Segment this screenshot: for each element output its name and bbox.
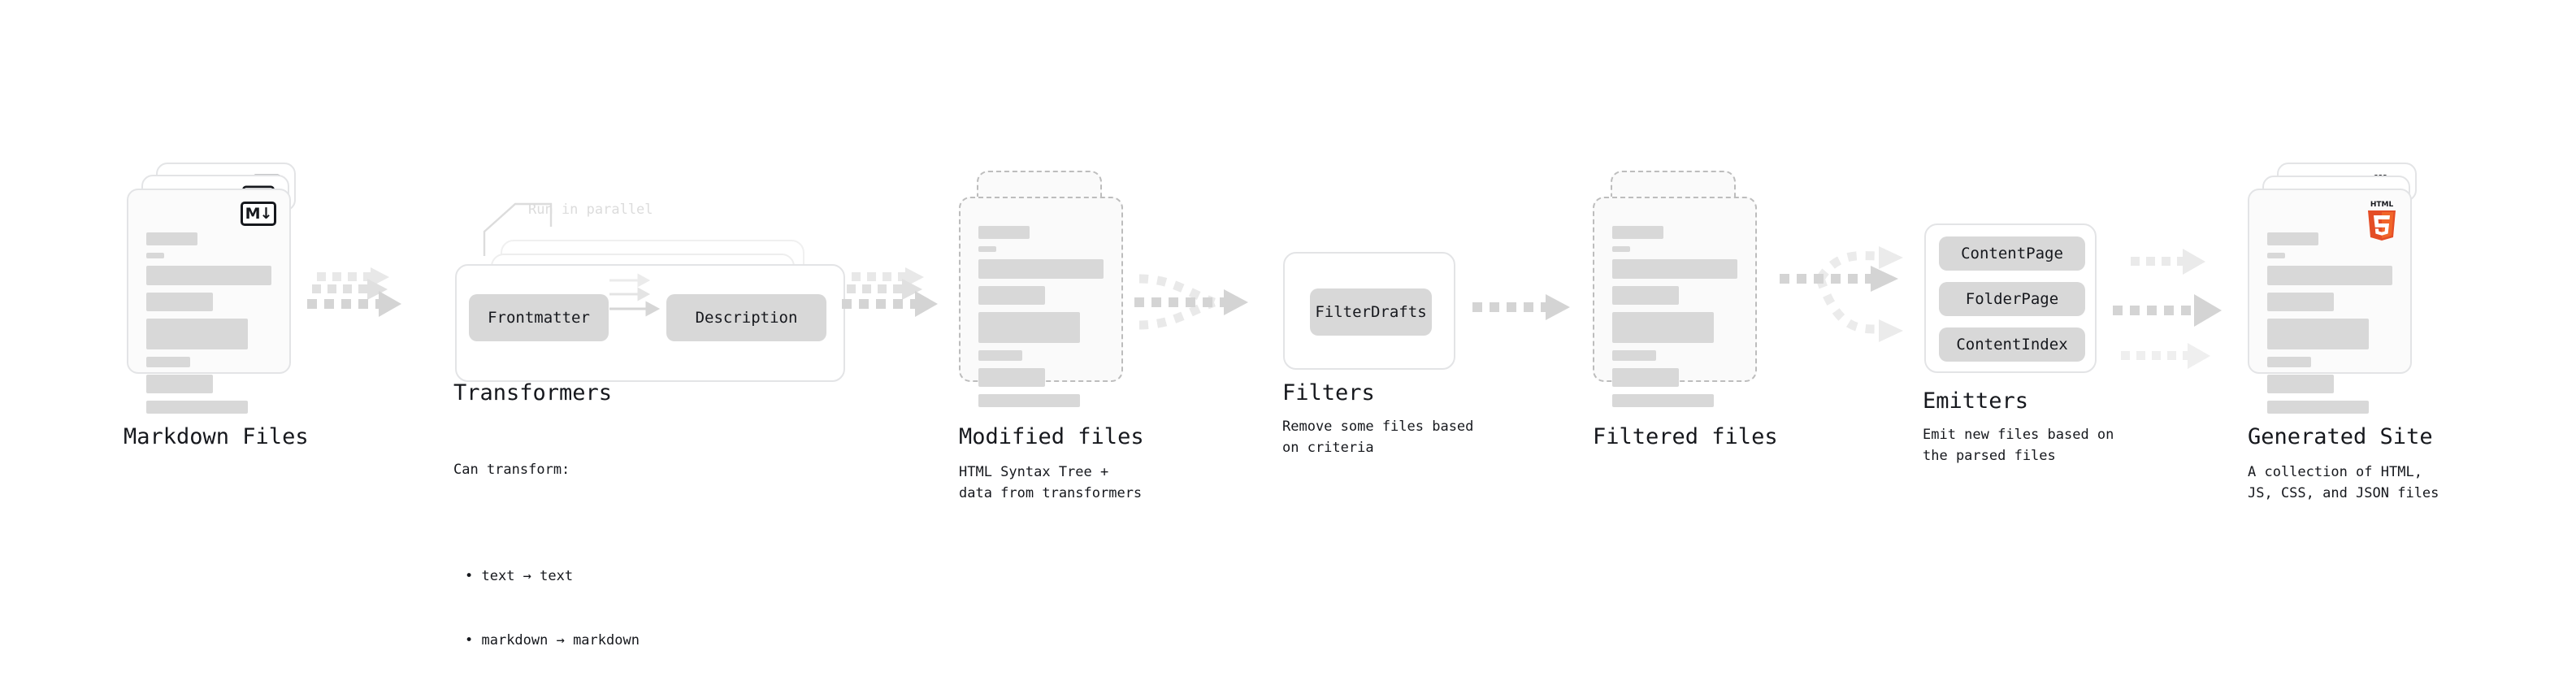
stage-title-emitters: Emitters [1923,388,2029,414]
svg-text:HTML: HTML [2370,201,2394,209]
plugin-chip-contentindex[interactable]: ContentIndex [1939,327,2085,362]
html5-icon: HTML [2363,198,2400,242]
stage-title-transformers: Transformers [453,380,613,406]
stage-caption-transformers: Can transform: text → text markdown → ma… [453,416,640,681]
doc-card-front: M↓ [127,189,291,414]
connector-emitters-to-site [2113,249,2222,369]
doc-placeholder-lines [146,232,271,421]
markdown-icon: M↓ [241,202,276,226]
doc-card-front [959,197,1123,407]
connector-filtered-to-emitters [1780,246,1903,342]
run-in-parallel-label: Run in parallel [528,202,653,218]
plugin-chip-frontmatter[interactable]: Frontmatter [469,294,609,341]
plugin-chip-folderpage[interactable]: FolderPage [1939,282,2085,316]
doc-placeholder-lines [2267,232,2392,421]
stage-caption-emitters: Emit new files based on the parsed files [1923,427,2114,465]
doc-card-front-html: HTML [2248,189,2412,414]
transformer-group-front: Frontmatter Description [455,264,845,382]
plugin-chip-filterdrafts[interactable]: FilterDrafts [1310,288,1432,336]
stage-title-markdown-files: Markdown Files [124,424,309,449]
caption-lead: Can transform: [453,461,570,478]
connector-filters-to-filtered [1472,294,1570,320]
connector-md-to-transformers [307,267,401,317]
stage-caption-generated-site: A collection of HTML, JS, CSS, and JSON … [2248,464,2439,502]
plugin-chip-description[interactable]: Description [666,294,826,341]
connector-modified-to-filters [1134,274,1248,330]
emitters-group: ContentPage FolderPage ContentIndex [1924,223,2097,373]
connector-transformers-to-modified [842,267,938,317]
doc-card-front [1593,197,1757,407]
doc-placeholder-lines [978,226,1104,414]
transform-kinds-list: text → text markdown → markdown html → h… [453,523,640,681]
stage-caption-filters: Remove some files based on criteria [1282,419,1474,457]
filters-group: FilterDrafts [1283,252,1455,370]
stage-title-filtered-files: Filtered files [1593,424,1778,449]
transform-kind-markdown: markdown → markdown [465,630,639,651]
stage-title-modified-files: Modified files [959,424,1144,449]
plugin-chip-contentpage[interactable]: ContentPage [1939,236,2085,271]
stage-title-filters: Filters [1282,380,1375,406]
stage-caption-modified-files: HTML Syntax Tree + data from transformer… [959,464,1143,502]
doc-placeholder-lines [1612,226,1737,414]
stage-title-generated-site: Generated Site [2248,424,2433,449]
transform-kind-text: text → text [465,566,640,587]
